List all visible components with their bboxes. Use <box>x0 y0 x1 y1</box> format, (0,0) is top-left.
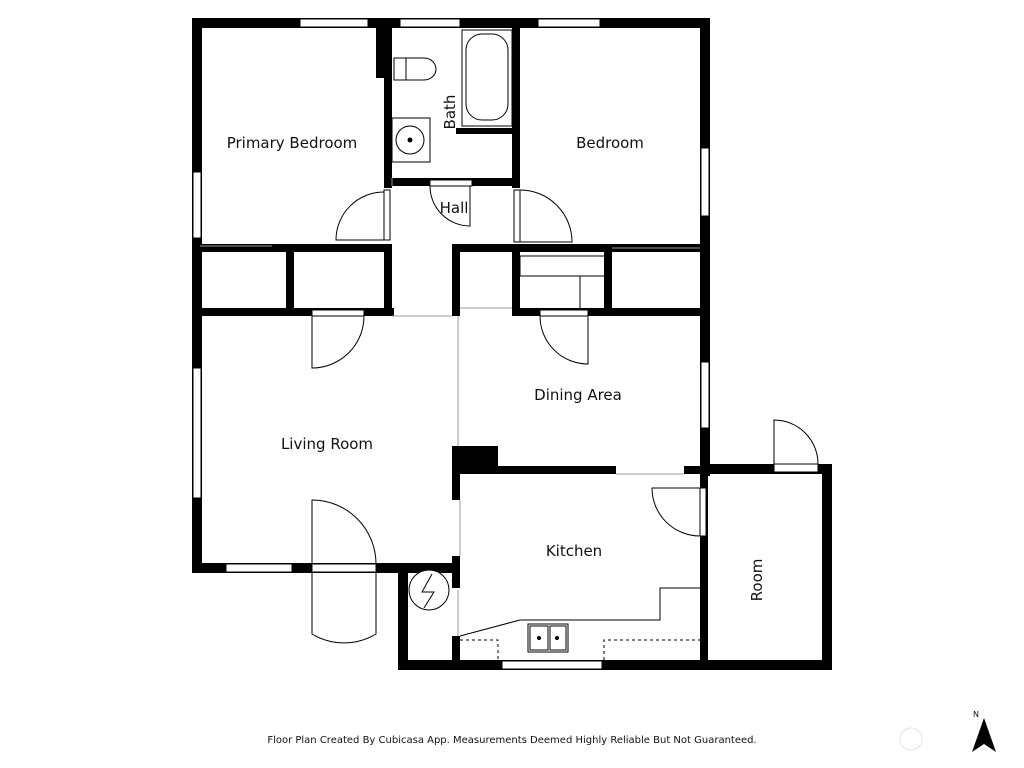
north-arrow-icon <box>972 718 996 752</box>
compass-circle-icon <box>899 727 923 751</box>
bedroom-label: Bedroom <box>576 134 644 152</box>
bath-label: Bath <box>441 95 459 130</box>
dining-area-label: Dining Area <box>534 386 622 404</box>
primary-bedroom-label: Primary Bedroom <box>227 134 358 152</box>
living-room-label: Living Room <box>281 435 373 453</box>
counter-dashes <box>460 639 700 660</box>
thin-lines <box>200 178 700 636</box>
hall-label: Hall <box>440 199 469 217</box>
kitchen-label: Kitchen <box>546 542 602 560</box>
windows <box>192 18 710 670</box>
compass-north-label: N <box>973 710 979 719</box>
fixtures <box>391 29 700 653</box>
doors <box>311 179 819 644</box>
room-label: Room <box>748 559 766 602</box>
disclaimer-text: Floor Plan Created By Cubicasa App. Meas… <box>267 735 757 746</box>
